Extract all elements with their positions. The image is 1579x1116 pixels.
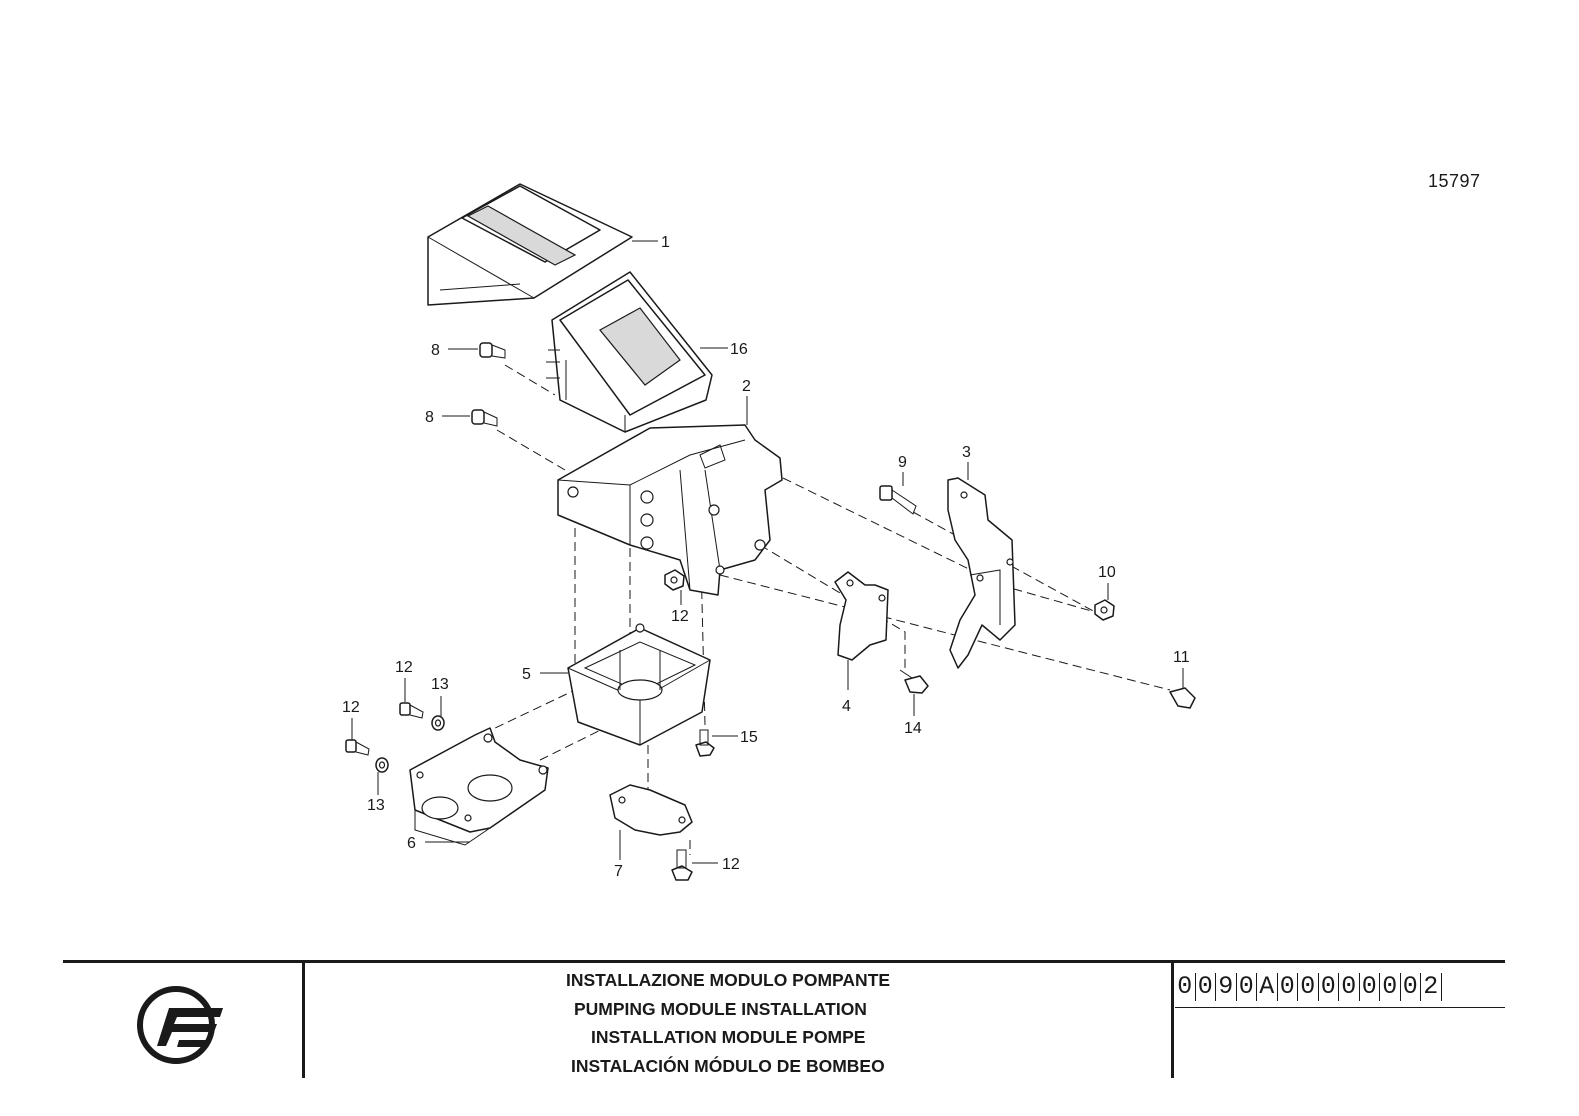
callout-14: 14 <box>904 720 922 737</box>
callout-7: 7 <box>614 863 623 880</box>
callout-8-upper: 8 <box>431 342 440 359</box>
part-1-cover <box>427 183 633 306</box>
callout-5: 5 <box>522 666 531 683</box>
fastener-screw-8-lower <box>471 409 498 427</box>
callout-numbers: 1 16 2 3 9 10 11 8 8 12 5 12 13 12 13 4 … <box>342 234 1190 880</box>
callout-2: 2 <box>742 378 751 395</box>
fastener-screw-14 <box>899 669 929 694</box>
part-7-gasket <box>609 784 693 836</box>
callout-11: 11 <box>1173 649 1190 666</box>
drawing-code-char: 0 <box>1196 973 1216 1001</box>
callout-leaders <box>351 240 1184 864</box>
drawing-code-char: 9 <box>1216 973 1237 1001</box>
callout-1: 1 <box>661 234 670 251</box>
callout-8-lower: 8 <box>425 409 434 426</box>
callout-15: 15 <box>740 729 758 746</box>
drawing-code-char: 0 <box>1319 973 1339 1001</box>
part-4-small-bracket <box>834 571 889 661</box>
title-lines: INSTALLAZIONE MODULO POMPANTE PUMPING MO… <box>306 966 1171 1080</box>
fastener-bolt-9 <box>879 485 917 515</box>
title-block-border <box>63 960 1505 963</box>
title-spanish: INSTALACIÓN MÓDULO DE BOMBEO <box>571 1055 885 1076</box>
title-french: INSTALLATION MODULE POMPE <box>591 1027 866 1047</box>
reference-number: 15797 <box>1428 171 1481 191</box>
fastener-screw-12-gasket <box>671 849 693 881</box>
part-5-box <box>567 623 711 746</box>
assembly-lines <box>469 364 1171 855</box>
fastener-nut-10 <box>1094 599 1115 621</box>
callout-3: 3 <box>962 444 971 461</box>
callout-13-upper: 13 <box>431 676 449 693</box>
fastener-washer-13-upper <box>431 715 445 731</box>
part-16-pumping-module <box>546 271 713 433</box>
title-block-divider-right <box>1171 960 1174 1078</box>
callout-12-gasket: 12 <box>722 856 740 873</box>
callout-12-bracket: 12 <box>671 608 689 625</box>
drawing-code-char: 0 <box>1360 973 1380 1001</box>
fastener-screw-12-left-upper <box>399 702 424 719</box>
fastener-washer-13-lower <box>375 757 389 773</box>
callout-9: 9 <box>898 454 907 471</box>
fastener-screw-8-upper <box>479 342 506 359</box>
title-english: PUMPING MODULE INSTALLATION <box>574 998 867 1019</box>
callout-10: 10 <box>1098 564 1116 581</box>
drawing-code-char: 0 <box>1175 973 1196 1001</box>
callout-6: 6 <box>407 835 416 852</box>
drawing-code-char: A <box>1257 973 1278 1001</box>
callout-4: 4 <box>842 698 851 715</box>
drawing-code-char: 0 <box>1339 973 1360 1001</box>
part-6-base-plate <box>409 727 549 846</box>
drawing-code-char: 0 <box>1298 973 1319 1001</box>
drawing-code-char: 0 <box>1380 973 1401 1001</box>
fastener-screw-12-left-lower <box>345 739 370 756</box>
callout-12-left-lower: 12 <box>342 699 360 716</box>
drawing-code-char: 0 <box>1278 973 1298 1001</box>
title-block-divider-left <box>302 960 305 1078</box>
callout-16: 16 <box>730 341 748 358</box>
part-3-bracket-plate <box>947 477 1016 669</box>
fastener-nut-12-bracket <box>664 569 685 591</box>
part-2-main-bracket <box>557 424 783 596</box>
callout-12-left-upper: 12 <box>395 659 413 676</box>
title-block: INSTALLAZIONE MODULO POMPANTE PUMPING MO… <box>63 960 1505 1078</box>
drawing-code-char: 2 <box>1421 973 1442 1001</box>
drawing-code-char: 0 <box>1237 973 1257 1001</box>
drawing-code-char: 0 <box>1401 973 1421 1001</box>
fastener-screw-15 <box>695 729 715 757</box>
drawing-code-underline <box>1175 1007 1505 1008</box>
title-italian: INSTALLAZIONE MODULO POMPANTE <box>566 970 891 990</box>
fastener-bolt-11 <box>1169 687 1196 709</box>
manufacturer-logo-icon <box>137 986 223 1064</box>
callout-13-lower: 13 <box>367 797 385 814</box>
